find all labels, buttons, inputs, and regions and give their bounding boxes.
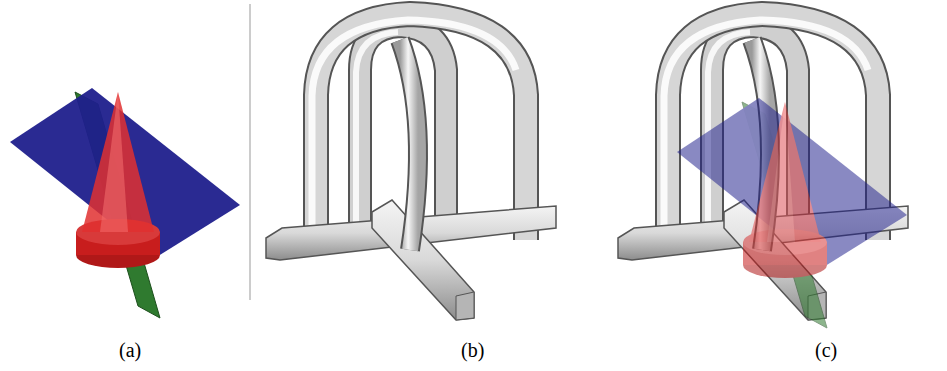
panel-label: (a): [119, 340, 141, 360]
divider-line: [250, 4, 251, 300]
panel-label: (b): [461, 340, 484, 360]
panel-label: (c): [815, 340, 837, 360]
